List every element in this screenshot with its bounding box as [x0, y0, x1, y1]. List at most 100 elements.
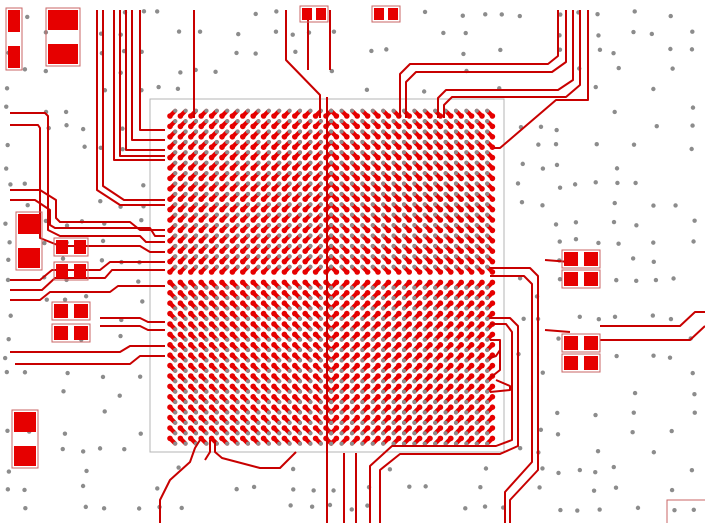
- bga-fanout-via: [370, 337, 375, 342]
- bga-ball-pad: [375, 154, 381, 161]
- bga-fanout-via: [287, 410, 292, 415]
- bga-fanout-via: [173, 192, 178, 196]
- bga-fanout-via: [402, 202, 406, 207]
- smd-pad: [374, 8, 384, 20]
- bga-ball-pad: [260, 342, 267, 348]
- bga-ball-pad: [479, 113, 485, 119]
- bga-ball-pad: [292, 300, 298, 307]
- bga-fanout-via: [246, 420, 250, 425]
- bga-ball-pad: [271, 175, 277, 182]
- bga-ball-pad: [229, 175, 236, 182]
- bga-fanout-via: [402, 441, 406, 446]
- via: [2, 355, 8, 361]
- bga-ball-pad: [260, 279, 267, 286]
- bga-ball-pad: [479, 227, 485, 234]
- bga-ball-pad: [271, 435, 277, 442]
- via: [463, 506, 468, 511]
- bga-fanout-via: [277, 129, 282, 134]
- bga-ball-pad: [229, 217, 236, 223]
- bga-ball-pad: [406, 175, 413, 182]
- bga-fanout-via: [235, 296, 240, 300]
- trace: [10, 199, 165, 237]
- smd-component: [53, 261, 89, 281]
- bga-ball-pad: [448, 175, 454, 182]
- bga-ball-pad: [219, 342, 225, 348]
- bga-fanout-via: [214, 108, 219, 113]
- bga-ball-pad: [354, 435, 361, 442]
- bga-fanout-via: [256, 441, 261, 446]
- bga-fanout-via: [381, 400, 386, 404]
- bga-ball-pad: [354, 394, 361, 400]
- bga-fanout-via: [194, 285, 198, 290]
- bga-ball-pad: [416, 196, 423, 202]
- bga-fanout-via: [298, 140, 302, 144]
- bga-fanout-via: [360, 285, 365, 290]
- bga-ball-pad: [198, 196, 204, 202]
- bga-ball-pad: [333, 175, 340, 182]
- bga-ball-pad: [167, 352, 173, 359]
- bga-ball-pad: [489, 144, 496, 150]
- bga-ball-pad: [260, 217, 267, 223]
- bga-fanout-via: [246, 410, 250, 415]
- bga-ball-pad: [427, 321, 433, 327]
- bga-ball-pad: [292, 144, 298, 150]
- bga-fanout-via: [391, 192, 396, 196]
- bga-fanout-via: [194, 348, 198, 352]
- bga-fanout-via: [422, 129, 427, 134]
- bga-fanout-via: [298, 119, 302, 124]
- bga-ball-pad: [208, 310, 215, 317]
- bga-ball-pad: [177, 404, 184, 411]
- bga-fanout-via: [173, 202, 178, 207]
- trace: [489, 339, 501, 379]
- bga-fanout-via: [194, 358, 198, 363]
- bga-fanout-via: [318, 212, 323, 217]
- bga-fanout-via: [183, 441, 188, 446]
- bga-ball-pad: [437, 123, 444, 130]
- bga-fanout-via: [339, 181, 344, 186]
- bga-ball-pad: [344, 310, 350, 317]
- bga-fanout-via: [454, 348, 458, 352]
- bga-ball-pad: [437, 352, 444, 359]
- via: [540, 370, 545, 375]
- via: [478, 485, 483, 490]
- bga-fanout-via: [370, 431, 375, 436]
- smd-component: [561, 269, 601, 289]
- bga-ball-pad: [364, 394, 371, 400]
- bga-fanout-via: [225, 285, 230, 290]
- bga-ball-pad: [427, 206, 433, 213]
- bga-fanout-via: [277, 368, 282, 373]
- bga-ball-pad: [302, 113, 309, 119]
- bga-fanout-via: [287, 254, 292, 259]
- bga-fanout-via: [422, 108, 427, 113]
- bga-fanout-via: [214, 233, 219, 238]
- bga-ball-pad: [396, 248, 402, 254]
- bga-ball-pad: [375, 227, 381, 234]
- bga-ball-pad: [208, 425, 215, 431]
- smd-outline: [45, 7, 81, 67]
- bga-ball-pad: [344, 196, 350, 202]
- smd-outline: [299, 5, 329, 23]
- bga-fanout-via: [381, 389, 386, 394]
- bga-fanout-via: [277, 441, 282, 446]
- bga-ball-pad: [312, 186, 319, 192]
- bga-fanout-via: [370, 192, 375, 196]
- via: [634, 223, 639, 228]
- bga-fanout-via: [194, 181, 198, 186]
- bga-fanout-via: [235, 441, 240, 446]
- bga-fanout-via: [235, 306, 240, 311]
- bga-ball-pad: [448, 238, 454, 244]
- bga-fanout-via: [173, 441, 178, 446]
- bga-fanout-via: [225, 192, 230, 196]
- bga-fanout-via: [464, 389, 469, 394]
- bga-fanout-via: [360, 160, 365, 165]
- bga-ball-pad: [364, 373, 371, 379]
- bga-ball-pad: [489, 123, 496, 130]
- bga-ball-pad: [396, 279, 402, 286]
- trace: [285, 10, 321, 118]
- bga-ball-pad: [281, 300, 288, 307]
- bga-ball-pad: [406, 373, 413, 379]
- bga-ball-pad: [458, 123, 465, 130]
- bga-fanout-via: [433, 150, 438, 155]
- bga-ball-pad: [479, 144, 485, 150]
